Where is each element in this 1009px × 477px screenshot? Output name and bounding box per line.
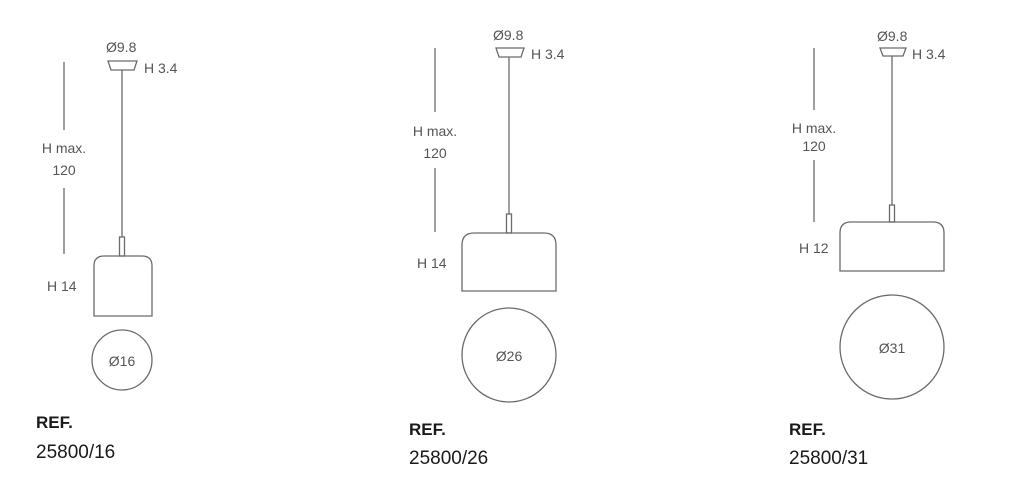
canopy-height-label: H 3.4 [144,60,178,76]
shade-height-label: H 14 [417,255,447,271]
lamp-shade-outline [461,232,557,292]
shade-height-label: H 14 [47,278,77,294]
shade-diameter-label: Ø31 [878,340,906,356]
shade-plan-circle [461,307,557,403]
lamp-shade-outline [839,221,945,272]
canopy-diameter-label: Ø9.8 [493,27,524,43]
shade-plan-circle [91,329,153,391]
ref-label: REF. [409,420,446,439]
ref-code: 25800/26 [409,448,489,469]
max-height-label: H max. [791,120,837,136]
ref-label: REF. [36,413,73,432]
lamp-1-drawing [63,60,153,391]
canopy-diameter-label: Ø9.8 [106,39,137,55]
lamp-shade-outline [93,255,153,317]
cord-connector [888,204,896,223]
shade-plan-circle [839,294,945,400]
canopy-height-label: H 3.4 [912,46,946,62]
ceiling-canopy-icon [879,47,907,57]
shade-height-label: H 12 [799,240,829,256]
cord-connector [118,236,126,257]
canopy-height-label: H 3.4 [531,46,565,62]
ref-label: REF. [789,420,826,439]
ref-code: 25800/16 [36,442,116,463]
max-height-label: H max. [412,123,458,139]
ref-code: 25800/31 [789,448,869,469]
max-height-value: 120 [423,145,447,161]
shade-diameter-label: Ø16 [108,353,136,369]
lamp-3-drawing [813,47,945,400]
canopy-diameter-label: Ø9.8 [877,28,908,44]
cord-connector [505,213,513,234]
ceiling-canopy-icon [495,47,525,58]
max-height-value: 120 [52,162,76,178]
max-height-label: H max. [41,140,87,156]
ceiling-canopy-icon [107,60,138,71]
max-height-value: 120 [802,138,826,154]
shade-diameter-label: Ø26 [495,348,523,364]
lamp-2-drawing [434,47,557,403]
